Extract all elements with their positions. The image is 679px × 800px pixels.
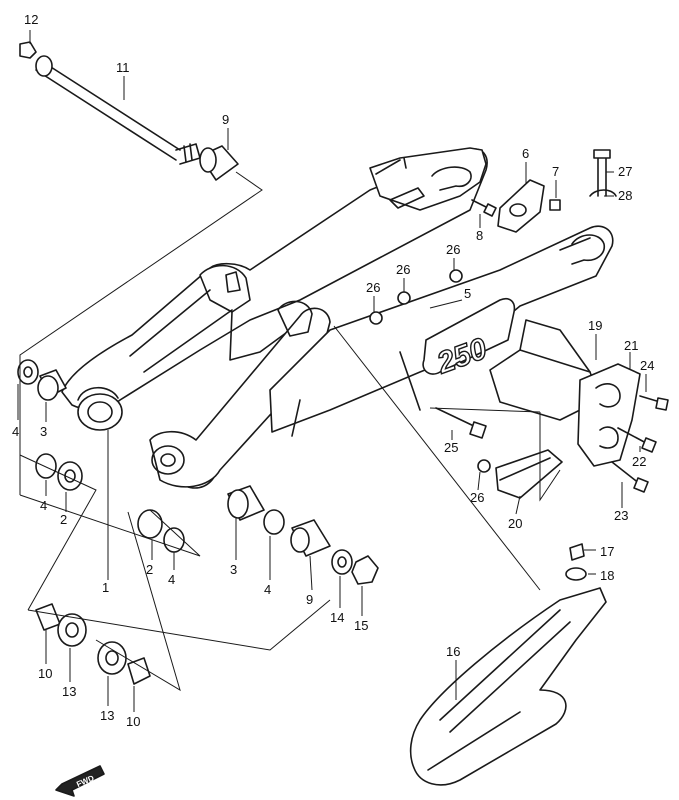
pivot-shaft-group	[19, 41, 239, 181]
callout-16: 16	[446, 644, 460, 659]
callout-4: 4	[168, 572, 175, 587]
callout-19: 19	[588, 318, 602, 333]
callout-18: 18	[600, 568, 614, 583]
callout-17: 17	[600, 544, 614, 559]
callout-13: 13	[62, 684, 76, 699]
chain-guide-bracket-group	[435, 319, 669, 499]
swingarm-body: 250	[61, 147, 614, 489]
callout-14: 14	[330, 610, 344, 625]
callout-10: 10	[38, 666, 52, 681]
callout-4: 4	[12, 424, 19, 439]
forward-arrow-icon: FWD	[55, 765, 105, 797]
adjuster-parts-group	[369, 149, 617, 325]
callout-24: 24	[640, 358, 654, 373]
callout-numbers: 12 11 9 6 7 27 28 8 26 26 26 5 19 21 24 …	[12, 12, 654, 729]
callout-5: 5	[464, 286, 471, 301]
callout-22: 22	[632, 454, 646, 469]
callout-21: 21	[624, 338, 638, 353]
callout-15: 15	[354, 618, 368, 633]
callout-7: 7	[552, 164, 559, 179]
callout-11: 11	[116, 60, 130, 75]
callout-2: 2	[146, 562, 153, 577]
callout-25: 25	[444, 440, 458, 455]
callout-27: 27	[618, 164, 632, 179]
callout-2: 2	[60, 512, 67, 527]
callout-20: 20	[508, 516, 522, 531]
callout-13: 13	[100, 708, 114, 723]
callout-3: 3	[230, 562, 237, 577]
bearing-bushings-group	[17, 359, 379, 685]
callout-26: 26	[366, 280, 380, 295]
callout-3: 3	[40, 424, 47, 439]
callout-12: 12	[24, 12, 38, 27]
callout-9: 9	[222, 112, 229, 127]
callout-26: 26	[446, 242, 460, 257]
callout-8: 8	[476, 228, 483, 243]
leader-lines	[17, 30, 647, 712]
callout-23: 23	[614, 508, 628, 523]
callout-26: 26	[396, 262, 410, 277]
callout-9: 9	[306, 592, 313, 607]
chain-slider-group	[409, 543, 607, 786]
callout-10: 10	[126, 714, 140, 729]
callout-28: 28	[618, 188, 632, 203]
callout-1: 1	[102, 580, 109, 595]
callout-4: 4	[40, 498, 47, 513]
callout-26: 26	[470, 490, 484, 505]
callout-4: 4	[264, 582, 271, 597]
callout-6: 6	[522, 146, 529, 161]
